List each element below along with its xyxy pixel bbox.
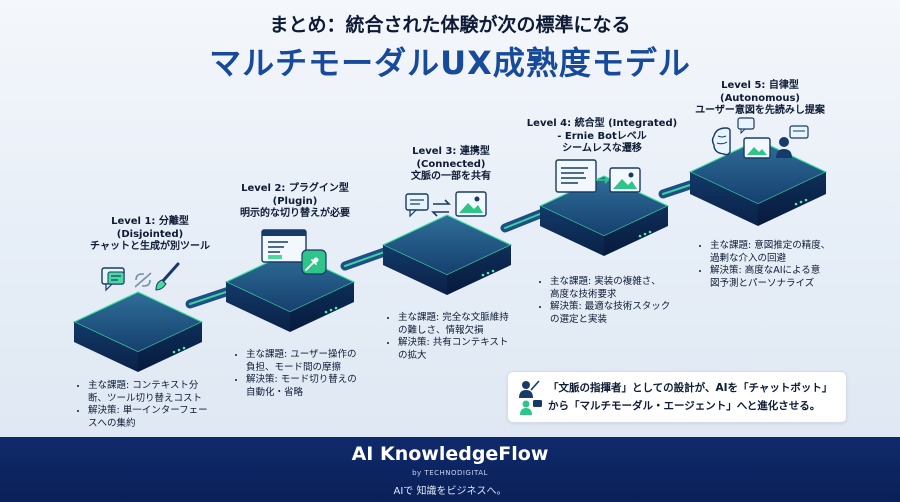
callout-line-2: から「マルチモーダル・エージェント」へと進化させる。 — [548, 400, 821, 412]
user-icon — [776, 125, 809, 158]
maturity-staircase — [72, 117, 828, 372]
footer-tagline: AIで 知識をビジネスへ。 — [393, 486, 507, 497]
callout-line-1: 「文脈の指揮者」としての設計が、AIを「チャットボット」 — [548, 382, 833, 394]
platform-level-5 — [688, 139, 828, 226]
level-2-label: Level 2: プラグイン型 (Plugin) 明示的な切り替えが必要 — [240, 183, 350, 219]
level-4-bullets: 主な課題: 実装の複雑さ、高度な技術要求 解決策: 最適な技術スタックの選定と実… — [540, 276, 700, 326]
no-link-icon — [134, 272, 152, 288]
conductor-icon — [519, 380, 542, 415]
brain-icon — [711, 127, 731, 156]
footer: AI KnowledgeFlow by TECHNODIGITAL AIで 知識… — [0, 437, 900, 502]
brush-icon — [155, 262, 180, 291]
level-3-label: Level 3: 連携型 (Connected) 文脈の一部を共有 — [411, 146, 491, 182]
footer-brand: AI KnowledgeFlow — [351, 443, 549, 465]
transfer-arrows-icon — [431, 199, 451, 217]
list-item: 主な課題: 実装の複雑さ、高度な技術要求 — [550, 276, 700, 301]
page-subtitle: まとめ：統合された体験が次の標準になる — [269, 14, 631, 36]
footer-byline: by TECHNODIGITAL — [412, 469, 488, 477]
document-icon — [555, 159, 597, 193]
platform-level-2 — [224, 251, 356, 332]
image-icon — [743, 137, 771, 159]
platform-level-3 — [381, 214, 513, 295]
level-5-label: Level 5: 自律型 (Autonomous) ユーザー意図を先読みし提案 — [695, 80, 825, 116]
summary-callout: 「文脈の指揮者」としての設計が、AIを「チャットボット」 から「マルチモーダル・… — [507, 371, 847, 423]
chat-icon — [405, 193, 429, 218]
level-5-bullets: 主な課題: 意図推定の精度、過剰な介入の回避 解決策: 高度なAIによる意図予測… — [700, 240, 860, 290]
browser-window-icon — [261, 229, 307, 263]
level-1-label: Level 1: 分離型 (Disjointed) チャットと生成が別ツール — [90, 216, 210, 252]
platform-level-1 — [72, 291, 204, 372]
plug-icon — [301, 249, 327, 275]
main-area: まとめ：統合された体験が次の標準になる マルチモーダルUX成熟度モデル — [0, 0, 900, 437]
image-icon — [609, 167, 641, 193]
list-item: 主な課題: 意図推定の精度、過剰な介入の回避 — [710, 240, 860, 265]
image-icon — [455, 191, 487, 217]
arrow-icon — [596, 176, 611, 184]
chat-icon — [737, 117, 755, 135]
chat-icon — [101, 267, 125, 292]
level-4-label: Level 4: 統合型 (Integrated) - Ernie Botレベル… — [526, 118, 678, 154]
page-title: マルチモーダルUX成熟度モデル — [209, 44, 691, 82]
